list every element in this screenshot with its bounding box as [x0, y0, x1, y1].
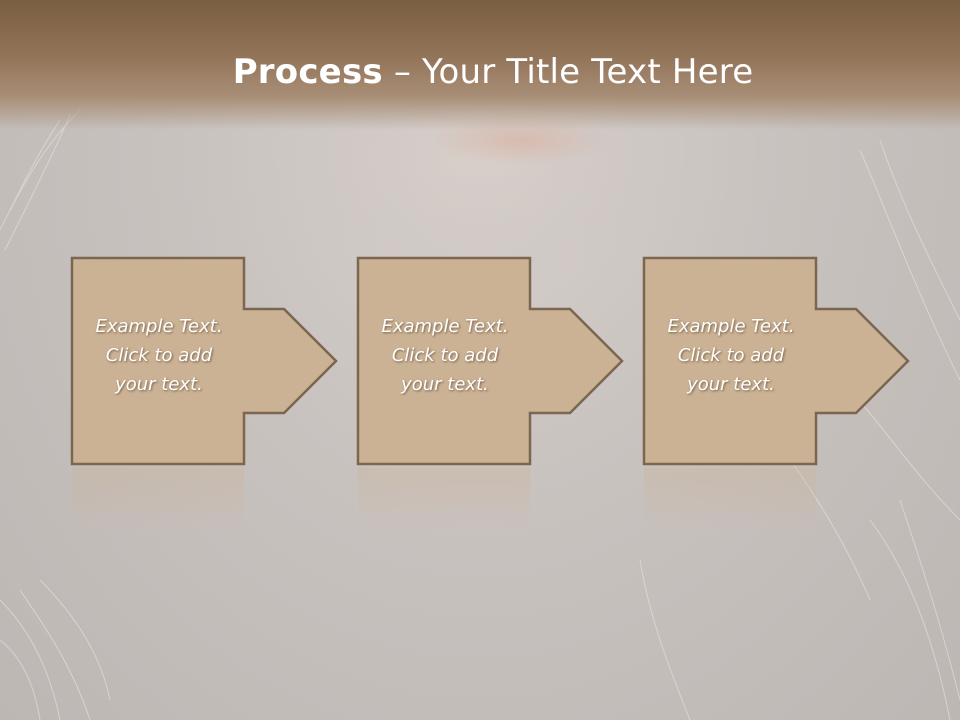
step-arrow-shape [356, 256, 624, 536]
process-step-2[interactable]: Example Text. Click to add your text. [356, 256, 626, 536]
step-text-line: your text. [401, 374, 489, 395]
title-bold-text: Process [232, 52, 383, 92]
step-arrow-shape [70, 256, 338, 536]
step-text-line: Example Text. [667, 316, 795, 337]
step-text-line: Click to add [677, 345, 785, 366]
step-text[interactable]: Example Text. Click to add your text. [644, 312, 818, 399]
step-text-line: Click to add [105, 345, 213, 366]
slide-title[interactable]: Process – Your Title Text Here [0, 52, 960, 92]
step-text-line: your text. [687, 374, 775, 395]
step-text[interactable]: Example Text. Click to add your text. [72, 312, 246, 399]
step-text[interactable]: Example Text. Click to add your text. [358, 312, 532, 399]
process-step-3[interactable]: Example Text. Click to add your text. [642, 256, 912, 536]
title-bar [0, 0, 960, 130]
step-text-line: Example Text. [381, 316, 509, 337]
step-text-line: Example Text. [95, 316, 223, 337]
process-step-1[interactable]: Example Text. Click to add your text. [70, 256, 340, 536]
step-arrow-shape [642, 256, 910, 536]
step-text-line: Click to add [391, 345, 499, 366]
title-rest-text: – Your Title Text Here [382, 52, 754, 92]
step-text-line: your text. [115, 374, 203, 395]
